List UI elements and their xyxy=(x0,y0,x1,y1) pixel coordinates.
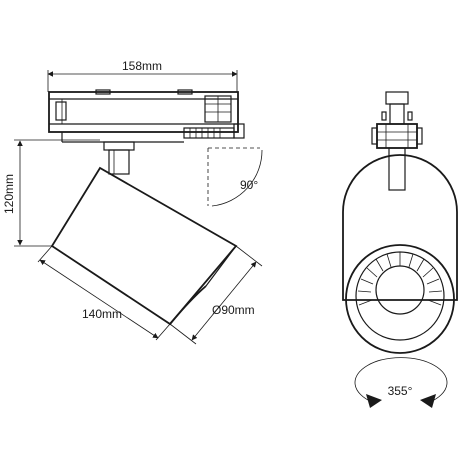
front-track-adapter xyxy=(371,91,423,191)
front-cylinder xyxy=(342,154,458,301)
length-label: 140mm xyxy=(82,307,122,321)
rotation-indicator: 355° xyxy=(354,357,448,408)
width-label: 158mm xyxy=(122,59,162,73)
front-view: 355° xyxy=(342,91,458,408)
tilt-angle-label: 90° xyxy=(240,178,258,192)
height-label: 120mm xyxy=(2,174,16,214)
height-dimension: 120mm xyxy=(2,139,100,247)
diameter-dimension: Ø90mm xyxy=(169,245,263,345)
length-dimension: 140mm xyxy=(37,245,171,341)
width-dimension: 158mm xyxy=(47,59,238,92)
rotation-angle-label: 355° xyxy=(388,384,413,398)
front-reflector xyxy=(345,244,455,354)
tilt-angle-indicator: 90° xyxy=(207,147,263,207)
mounting-stem xyxy=(103,141,135,175)
diameter-label: Ø90mm xyxy=(212,303,255,317)
side-view: 158mm xyxy=(2,59,263,345)
track-adapter xyxy=(48,89,245,143)
